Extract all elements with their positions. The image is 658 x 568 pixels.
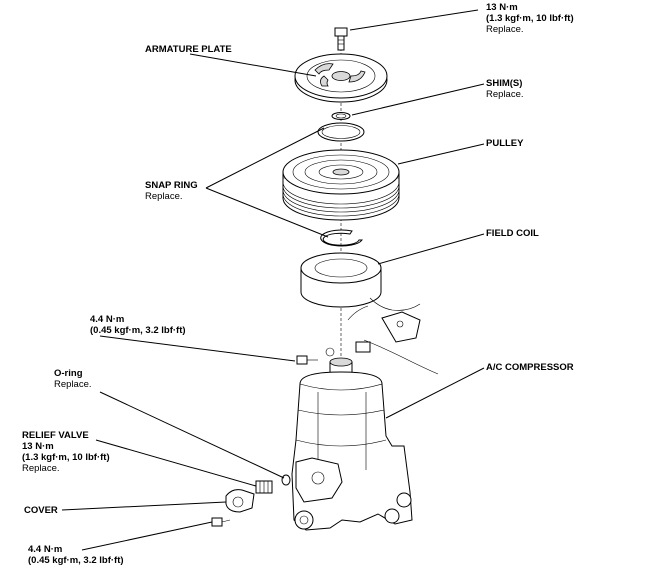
leader-snap-ring-lower (205, 187, 329, 238)
lower-snap-ring-part (320, 229, 363, 247)
callout-field-coil-bolt: 4.4 N·m (0.45 kgf·m, 3.2 lbf·ft) (90, 314, 186, 336)
cover-bolt-conv: (0.45 kgf·m, 3.2 lbf·ft) (28, 555, 124, 566)
compressor-body-part (291, 357, 413, 531)
leader-field-coil (377, 233, 485, 265)
leader-armature-plate (189, 53, 317, 77)
bolt-torque-note: Replace. (486, 24, 524, 35)
cover-label: COVER (24, 505, 58, 516)
pulley-label: PULLEY (486, 138, 524, 149)
armature-bolt-part (334, 27, 348, 51)
compressor-label: A/C COMPRESSOR (486, 362, 574, 373)
relief-valve-label: RELIEF VALVE (22, 430, 89, 441)
callout-bolt-torque: 13 N·m (1.3 kgf·m, 10 lbf·ft) Replace. (486, 2, 574, 35)
callout-armature-plate: ARMATURE PLATE (145, 44, 232, 55)
o-ring-note: Replace. (54, 379, 92, 390)
shims-label: SHIM(S) (486, 78, 523, 89)
callout-relief-valve: RELIEF VALVE 13 N·m (1.3 kgf·m, 10 lbf·f… (22, 430, 110, 474)
leader-o-ring (99, 391, 285, 479)
leader-bolt-torque (349, 9, 479, 31)
leader-lines (61, 9, 485, 551)
field-coil-label: FIELD COIL (486, 228, 539, 239)
leader-pulley (397, 143, 485, 165)
callout-pulley: PULLEY (486, 138, 523, 149)
callout-field-coil: FIELD COIL (486, 228, 539, 239)
leader-field-coil-bolt (99, 335, 296, 362)
leader-snap-ring-upper (205, 127, 325, 189)
relief-valve-nm: 13 N·m (22, 441, 54, 452)
callout-cover-bolt: 4.4 N·m (0.45 kgf·m, 3.2 lbf·ft) (28, 544, 124, 566)
shim-part (331, 112, 351, 120)
armature-plate-part (294, 53, 388, 103)
leader-relief-valve (95, 439, 257, 487)
relief-valve-conv: (1.3 kgf·m, 10 lbf·ft) (22, 452, 110, 463)
leader-cover-bolt (81, 521, 213, 551)
bolt-torque-nm: 13 N·m (486, 2, 518, 13)
callout-compressor: A/C COMPRESSOR (486, 362, 574, 373)
callout-o-ring: O-ring Replace. (54, 368, 92, 390)
shims-note: Replace. (486, 89, 524, 100)
leader-shims (351, 83, 485, 116)
cover-part (225, 489, 255, 513)
pulley-part (282, 149, 400, 221)
leader-compressor (385, 367, 485, 419)
snap-ring-label: SNAP RING (145, 180, 198, 191)
cover-bolt-part (211, 517, 231, 527)
armature-plate-label: ARMATURE PLATE (145, 44, 232, 55)
cover-bolt-nm: 4.4 N·m (28, 544, 63, 555)
bolt-torque-conv: (1.3 kgf·m, 10 lbf·ft) (486, 13, 574, 24)
snap-ring-note: Replace. (145, 191, 183, 202)
callout-cover: COVER (24, 505, 58, 516)
field-coil-part (300, 252, 439, 375)
field-coil-bolt-part (296, 347, 335, 365)
upper-snap-ring-part (317, 122, 365, 142)
leader-cover (61, 501, 227, 511)
callout-snap-ring: SNAP RING Replace. (145, 180, 198, 202)
field-coil-bolt-nm: 4.4 N·m (90, 314, 125, 325)
o-ring-label: O-ring (54, 368, 83, 379)
relief-valve-note: Replace. (22, 463, 60, 474)
relief-valve-part (255, 474, 291, 494)
callout-shims: SHIM(S) Replace. (486, 78, 524, 100)
field-coil-bolt-conv: (0.45 kgf·m, 3.2 lbf·ft) (90, 325, 186, 336)
